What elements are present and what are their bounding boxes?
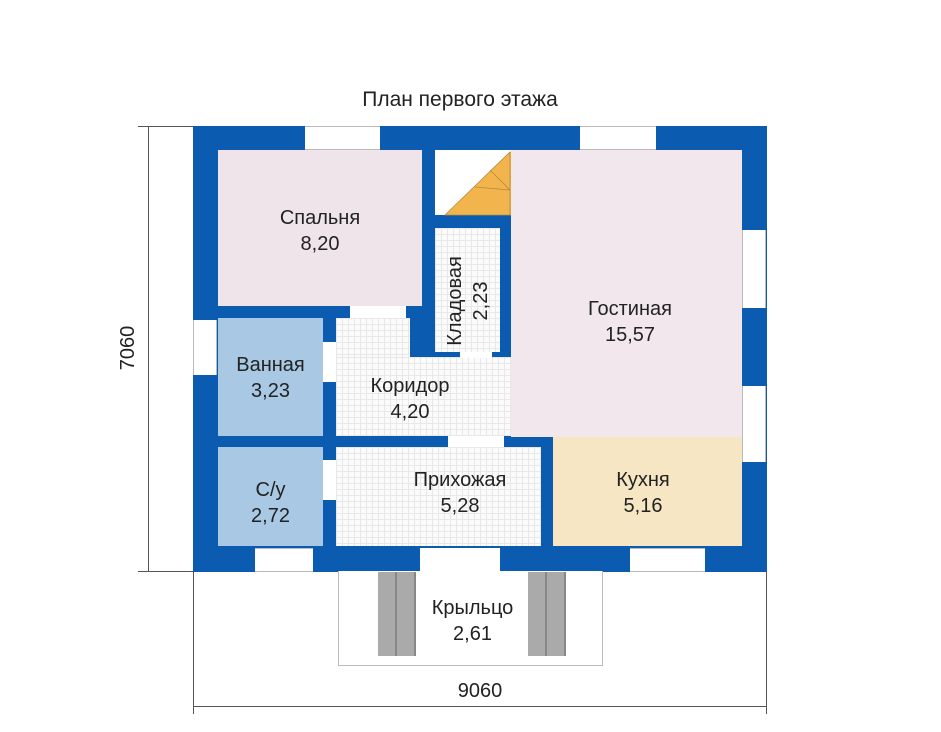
room-name: Спальня [279,207,361,229]
room-corridor-main [336,357,511,436]
bath-label: Ванная 3,23 [218,352,323,404]
dimension-tick [138,126,193,127]
room-area: 2,23 [470,281,492,321]
room-name: Кухня [616,469,670,491]
width-dimension-line [193,706,767,707]
dimension-tick [766,571,767,714]
dimension-tick [138,571,193,572]
room-area: 5,28 [440,495,480,517]
kitchen-label: Кухня 5,16 [563,467,723,519]
bedroom-label: Спальня 8,20 [240,205,400,257]
height-dimension-line [148,126,149,572]
room-name: Прихожая [413,469,507,491]
room-hall [336,447,541,546]
dimension-tick [193,571,194,714]
room-pantry [435,228,500,352]
room-area: 8,20 [300,233,340,255]
room-area: 5,16 [623,495,663,517]
window [193,320,217,375]
room-bath [218,318,323,436]
height-dimension: 7060 [117,325,139,371]
width-dimension: 9060 [457,680,503,702]
room-name: Коридор [370,375,450,397]
living-label: Гостиная 15,57 [550,296,710,348]
room-name: Гостиная [588,298,672,320]
corridor-label: Коридор 4,20 [335,373,485,425]
porch-label: Крыльцо 2,61 [400,595,545,647]
room-living [511,150,742,437]
room-area: 3,23 [251,380,290,402]
door-opening [323,342,336,382]
porch-steps-left [378,572,416,656]
door-opening [448,436,504,447]
window [255,548,313,572]
door-opening [460,352,492,358]
room-corridor [336,318,410,358]
door-opening [350,306,406,318]
room-area: 2,61 [453,623,492,645]
window [742,386,766,462]
window [742,230,766,308]
window [630,548,705,572]
room-area: 15,57 [604,324,656,346]
room-kitchen [553,437,742,546]
room-bedroom [218,150,422,306]
window [305,126,380,150]
room-area: 4,20 [390,401,430,423]
wc-label: С/у 2,72 [218,477,323,529]
room-wc [218,447,323,546]
room-name: Крыльцо [431,597,514,619]
room-area: 2,72 [251,505,290,527]
room-name: С/у [255,479,286,501]
entrance-door-opening [420,548,500,572]
window [580,126,656,150]
porch-steps-right [528,572,566,656]
room-name: Кладовая [444,256,466,346]
plan-title: План первого этажа [362,88,558,111]
hall-label: Прихожая 5,28 [385,467,535,519]
door-opening [323,460,336,500]
room-name: Ванная [236,354,305,376]
